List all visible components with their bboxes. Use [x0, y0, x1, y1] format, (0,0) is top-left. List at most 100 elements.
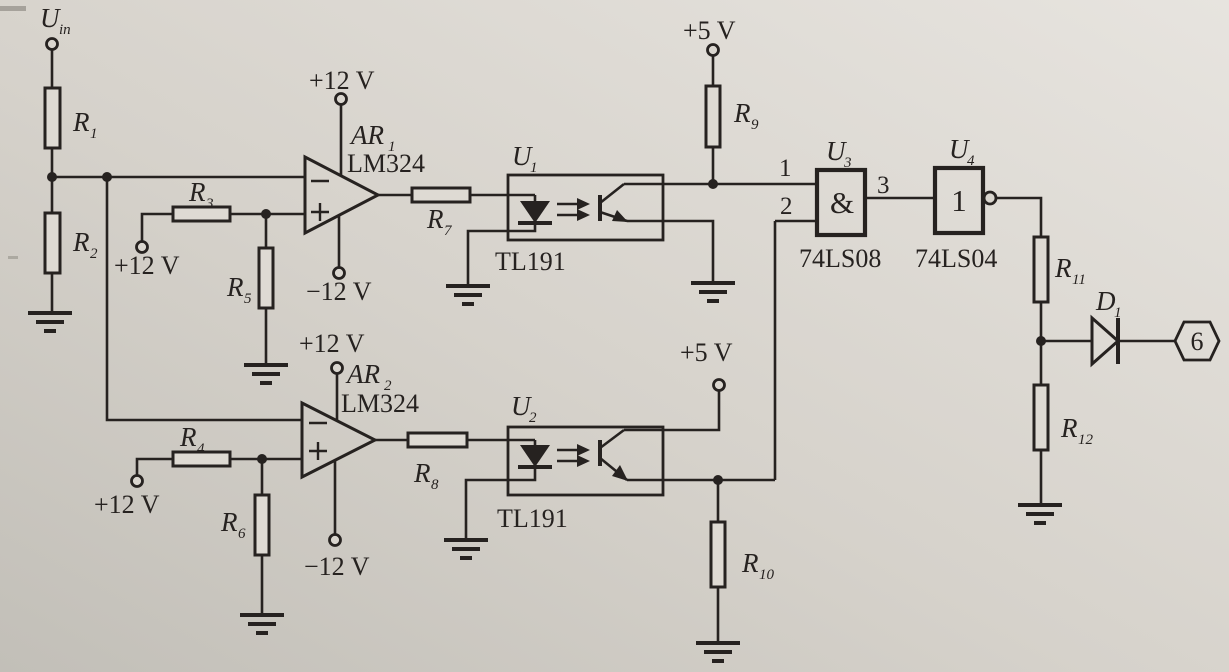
resistor-label: R: [72, 227, 90, 257]
resistor-label-sub: 1: [90, 126, 98, 142]
resistor-label-sub: 6: [238, 526, 246, 542]
output-node-6: 6: [1173, 320, 1221, 362]
junction-dots: [47, 172, 1046, 485]
resistor-body: [253, 493, 271, 557]
terminal-circle: [130, 474, 144, 488]
resistor-label: R: [220, 507, 238, 537]
resistor-body: [1032, 235, 1050, 304]
terminal-plus12-r3: +12 V: [114, 240, 180, 280]
optocoupler-u2: U 2 TL191: [497, 391, 665, 533]
resistor-r12: R 12: [1032, 383, 1094, 452]
pin-number-3: 3: [877, 172, 890, 199]
pin-number-1: 1: [779, 155, 792, 182]
inverter-symbol: 1: [951, 183, 967, 218]
gate-label-sub: 4: [967, 153, 975, 169]
resistor-label-sub: 12: [1078, 432, 1094, 448]
gate-chip-name: 74LS04: [915, 244, 997, 273]
phototransistor-collector: [599, 428, 625, 450]
resistor-body: [406, 431, 469, 449]
resistor-label-sub: 8: [431, 477, 439, 493]
resistor-label-sub: 4: [197, 441, 205, 457]
resistor-label: R: [188, 177, 206, 207]
wire-u2-led-cathode-net: [464, 440, 537, 540]
gate-outline: [932, 165, 986, 236]
light-arrow-head: [577, 455, 590, 467]
terminal-plus5-r9: +5 V: [683, 16, 736, 57]
page-edge-mark: [8, 256, 18, 259]
resistor-label-sub: 2: [90, 246, 98, 262]
resistor-label: R: [1054, 253, 1072, 283]
gate-chip-name: 74LS08: [799, 244, 881, 273]
resistor-body: [171, 205, 232, 223]
resistor-body: [43, 86, 62, 150]
opamp-chip-name: LM324: [347, 149, 425, 178]
terminal-circle: [334, 92, 348, 106]
resistor-r2: R 2: [43, 211, 98, 275]
input-terminal-uin: U in: [40, 3, 71, 51]
plus12v-label: +12 V: [114, 251, 180, 280]
resistor-r8: R 8: [406, 431, 469, 493]
opamp-label-sub: 2: [384, 378, 392, 394]
resistor-r10: R 10: [709, 520, 775, 589]
wire-u1-emitter-net: [627, 219, 715, 283]
resistor-r6: R 6: [220, 493, 271, 557]
opamp-ar2: AR 2 LM324 +12 V −12 V: [299, 329, 419, 581]
junction-dot: [102, 172, 112, 182]
optocoupler-label-sub: 2: [529, 410, 537, 426]
plus5v-label: +5 V: [683, 16, 736, 45]
resistor-body: [410, 186, 472, 204]
input-label-sub: in: [59, 22, 71, 38]
and-symbol: &: [830, 185, 854, 220]
plus5v-label: +5 V: [680, 338, 733, 367]
junction-dot: [47, 172, 57, 182]
optocoupler-label: U: [512, 141, 533, 171]
resistor-body: [43, 211, 62, 275]
resistor-r4: R 4: [171, 422, 232, 468]
wire-ar1-supply-net: [337, 105, 343, 267]
resistor-body: [1032, 383, 1050, 452]
diode-triangle: [1090, 314, 1121, 368]
resistor-label: R: [179, 422, 197, 452]
terminal-circle: [135, 240, 149, 254]
plus12v-label: +12 V: [299, 329, 365, 358]
resistor-r9: R 9: [704, 84, 759, 149]
opamp-label: AR: [345, 359, 380, 389]
resistor-r5: R 5: [226, 246, 275, 310]
pin-number-2: 2: [780, 193, 793, 220]
resistor-r7: R 7: [410, 186, 472, 239]
wire-output-net: [1039, 339, 1175, 505]
light-arrow-head: [577, 209, 590, 221]
wire-u3-pin2-net: [773, 219, 817, 480]
optocoupler-chip-name: TL191: [495, 247, 566, 276]
led-icon: [520, 201, 550, 223]
resistor-r3: R 3: [171, 177, 232, 223]
resistor-label-sub: 11: [1072, 272, 1086, 288]
diode-d1: D 1: [1090, 286, 1122, 368]
emitter-arrow-head: [612, 210, 628, 222]
resistor-label: R: [741, 548, 759, 578]
terminal-plus12-r4: +12 V: [94, 474, 160, 519]
and-gate-u3: & U 3 74LS08 1 2 3: [779, 136, 890, 273]
optocoupler-label-sub: 1: [530, 160, 538, 176]
wire-u1-collector-net: [624, 55, 817, 186]
resistor-label: R: [226, 272, 244, 302]
wire-ar2-supply-net: [333, 374, 339, 534]
emitter-arrow-head: [612, 465, 628, 481]
opamp-ar1: AR 1 LM324 +12 V −12 V: [303, 66, 425, 306]
resistor-label: R: [426, 204, 444, 234]
optocoupler-chip-name: TL191: [497, 504, 568, 533]
junction-dot: [1036, 336, 1046, 346]
wire-u2-collector-net: [624, 391, 721, 432]
resistor-body: [709, 520, 727, 589]
input-label: U: [40, 3, 61, 33]
optocoupler-outline: [506, 425, 665, 497]
resistor-label: R: [413, 458, 431, 488]
terminal-circle: [706, 43, 720, 57]
plus-input-icon: [311, 203, 329, 221]
resistor-r11: R 11: [1032, 235, 1086, 304]
optocoupler-outline: [506, 173, 665, 242]
resistor-label-sub: 9: [751, 117, 759, 133]
plus12v-label: +12 V: [309, 66, 375, 95]
